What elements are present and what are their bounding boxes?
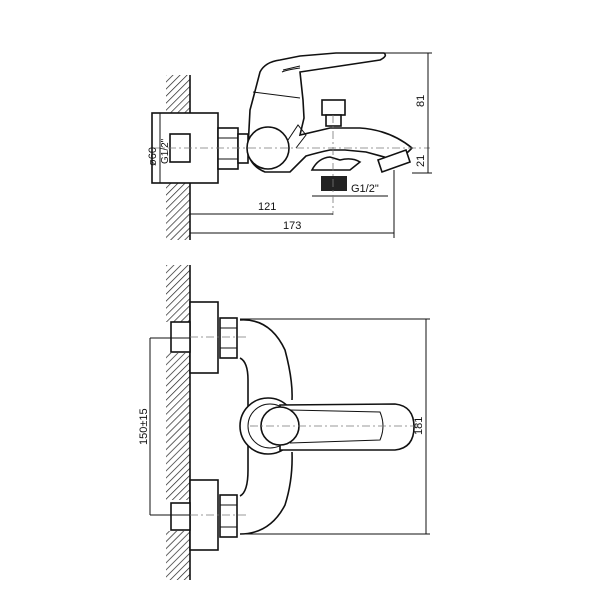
lower-hex-nut xyxy=(219,494,238,538)
diverter-link xyxy=(287,124,307,149)
spout-tip xyxy=(376,148,412,174)
dim-181-label: 181 xyxy=(413,417,425,435)
front-view: 150±15 181 xyxy=(138,265,430,580)
lever-detail xyxy=(252,65,301,99)
upper-flange xyxy=(189,301,219,374)
side-view: 121 173 G1/2" 81 21 ø60 G1/2" xyxy=(147,52,432,240)
dim-121-label: 121 xyxy=(258,201,276,213)
lower-inlet-pipe xyxy=(170,502,191,531)
wall-section-lower xyxy=(166,531,190,580)
dim-21-label: 21 xyxy=(415,155,427,167)
upper-hex-nut xyxy=(219,317,238,359)
upper-inlet-pipe xyxy=(170,321,191,353)
diverter-knob xyxy=(321,99,346,127)
spout-outlet xyxy=(310,156,362,171)
dim-81-label: 81 xyxy=(415,95,427,107)
wall-section-middle xyxy=(166,353,190,500)
dim-150-label: 150±15 xyxy=(138,408,150,445)
inlet-thread-label: G1/2" xyxy=(160,138,171,164)
flange-diameter-label: ø60 xyxy=(147,147,159,166)
dim-173-label: 173 xyxy=(283,220,301,232)
wall-section-upper xyxy=(166,265,190,322)
outlet-thread-label: G1/2" xyxy=(351,183,379,195)
hex-nut xyxy=(217,127,249,170)
outlet-thread xyxy=(321,176,347,191)
